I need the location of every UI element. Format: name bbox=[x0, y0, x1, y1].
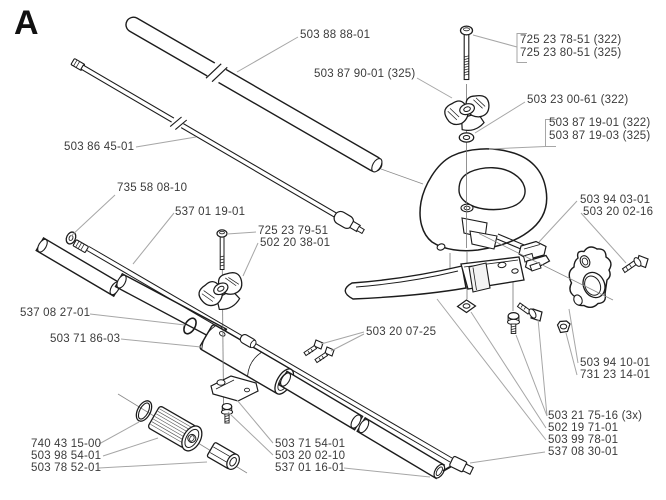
part-label-screw-right: 503 20 02-16 bbox=[583, 206, 654, 218]
wing-knob-art bbox=[198, 272, 243, 311]
part-label-rod-upper: 503 86 45-01 bbox=[64, 141, 135, 153]
upper-rod-art bbox=[70, 58, 365, 235]
part-label-lower-tube: 537 01 16-01 bbox=[275, 462, 346, 474]
part-label-handle-bolt: 725 23 78-51 (322) 725 23 80-51 (325) bbox=[520, 34, 621, 60]
clamp-screw-art bbox=[220, 402, 234, 424]
right-screw-art bbox=[621, 254, 649, 274]
part-label-flange-wheel: 503 94 10-01 bbox=[580, 357, 651, 369]
o-ring-art bbox=[135, 400, 153, 422]
knob-bolt-art bbox=[216, 229, 228, 270]
clip-art bbox=[183, 317, 197, 335]
hex-screw-art bbox=[507, 312, 520, 334]
part-label-clip: 537 08 27-01 bbox=[20, 307, 91, 319]
leader-lines bbox=[70, 33, 627, 478]
part-label-shaft-end: 537 08 30-01 bbox=[548, 446, 619, 458]
square-washer-art bbox=[456, 299, 477, 314]
handlebar-art bbox=[344, 256, 525, 300]
ring-art bbox=[65, 231, 77, 245]
part-label-o-ring: 740 43 15-00 bbox=[31, 438, 102, 450]
part-label-line: 725 23 80-51 (325) bbox=[520, 47, 622, 59]
part-label-screw-clamp: 503 20 02-10 bbox=[275, 450, 346, 462]
lower-tube-art bbox=[278, 370, 446, 480]
part-label-loop-handle: 503 87 19-01 (322) 503 87 19-03 (325) bbox=[549, 117, 650, 143]
part-label-spline-insert: 503 98 54-01 bbox=[31, 450, 102, 462]
front-tube-art bbox=[35, 237, 228, 343]
spline-insert-art bbox=[147, 406, 203, 452]
part-label-ring: 735 58 08-10 bbox=[117, 182, 188, 194]
upper-tube-art bbox=[125, 16, 383, 173]
figure-letter: A bbox=[14, 4, 39, 42]
part-label-clamp-halves: 503 94 03-01 bbox=[580, 194, 651, 206]
part-label-line: 503 87 19-03 (325) bbox=[549, 130, 651, 142]
shaft-end-art bbox=[442, 455, 474, 476]
nut-art bbox=[556, 320, 571, 334]
part-label-line: 725 23 78-51 (322) bbox=[520, 34, 622, 46]
inner-shaft-art bbox=[72, 239, 453, 463]
loop-handle-art bbox=[419, 148, 548, 253]
part-label-clamp-bracket: 503 71 54-01 bbox=[275, 438, 346, 450]
long-screw-art bbox=[516, 302, 543, 322]
part-label-bushing: 503 78 52-01 bbox=[31, 462, 102, 474]
part-label-knob-upper: 503 87 90-01 (325) bbox=[314, 68, 416, 80]
upper-knob-art bbox=[444, 94, 490, 131]
part-label-coupler: 503 71 86-03 bbox=[50, 333, 121, 345]
upper-washer-art bbox=[458, 132, 475, 143]
part-label-wing-knob: 502 20 38-01 bbox=[260, 237, 331, 249]
flange-wheel-art bbox=[568, 246, 612, 309]
part-label-tube-upper: 503 88 88-01 bbox=[300, 29, 371, 41]
part-label-bolt-knob: 725 23 79-51 bbox=[258, 225, 329, 237]
part-label-nut: 731 23 14-01 bbox=[580, 369, 651, 381]
part-label-handlebar: 503 99 78-01 bbox=[548, 434, 619, 446]
part-label-screws-pair: 503 20 07-25 bbox=[366, 326, 437, 338]
clamp-bracket-art bbox=[210, 375, 259, 402]
bushing-art bbox=[206, 442, 240, 470]
part-label-square-washer: 502 19 71-01 bbox=[548, 422, 619, 434]
part-label-washer-upper: 503 23 00-61 (322) bbox=[527, 94, 629, 106]
part-label-front-tube: 537 01 19-01 bbox=[175, 206, 246, 218]
top-bolt-art bbox=[459, 25, 474, 81]
part-label-screws-3x: 503 21 75-16 (3x) bbox=[548, 410, 643, 422]
pair-screws-art bbox=[303, 339, 335, 364]
clamp-halves-art bbox=[518, 240, 551, 272]
part-label-line: 503 87 19-01 (322) bbox=[549, 117, 651, 129]
